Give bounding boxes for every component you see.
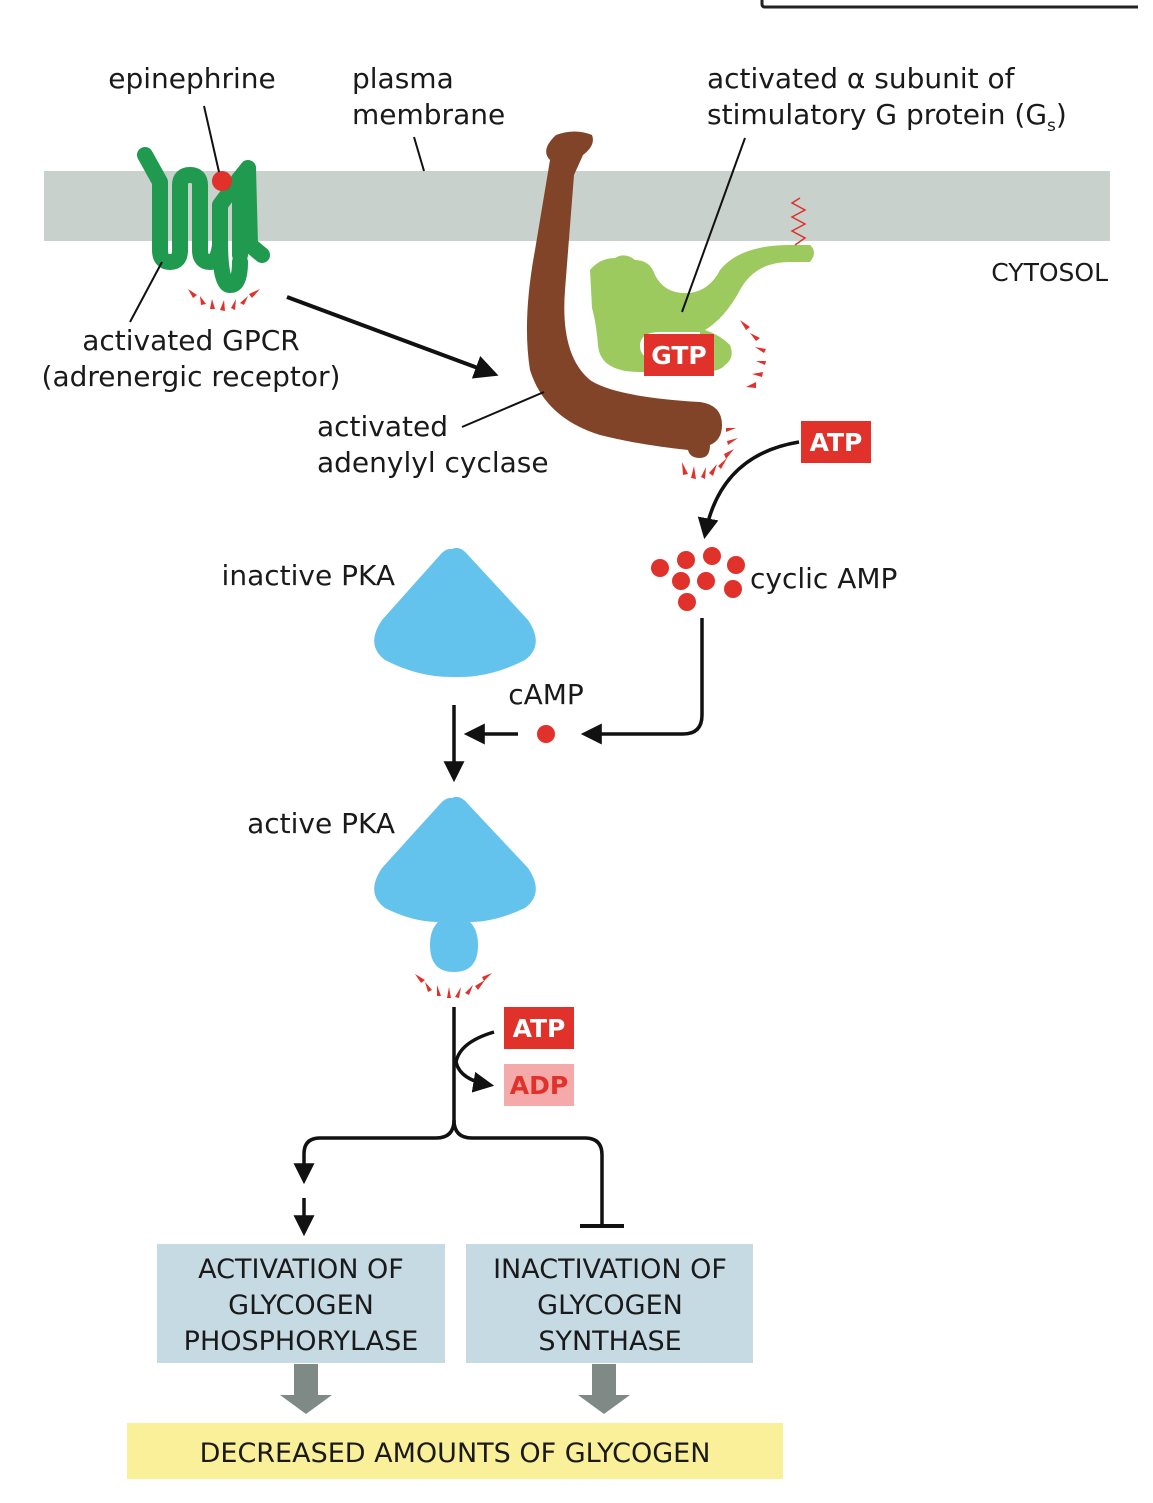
atp-chip-cyclase: ATP <box>801 421 871 463</box>
camp-label: cAMP <box>508 678 584 711</box>
g-alpha-label-1: activated α subunit of <box>707 62 1016 95</box>
active-pka-label: active PKA <box>247 807 395 840</box>
camp-molecule <box>537 725 555 743</box>
gpcr-to-cyclase-arrow <box>286 295 499 379</box>
atp-chip-pka: ATP <box>504 1007 574 1049</box>
effect-box-synthase: INACTIVATION OF GLYCOGEN SYNTHASE <box>466 1244 753 1363</box>
cyclase-label-1: activated <box>317 410 448 443</box>
gtp-chip: GTP <box>644 334 714 376</box>
g-alpha-leader <box>681 137 746 313</box>
cytosol-label: CYTOSOL <box>991 258 1108 287</box>
wide-arrow-left <box>280 1364 332 1414</box>
gpcr-activation-spark <box>188 289 260 311</box>
cyclase-leader <box>461 391 545 428</box>
adp-chip-pka: ADP <box>504 1064 574 1106</box>
epinephrine-leader <box>203 105 220 173</box>
gpcr-leader <box>129 261 163 323</box>
pka-activation-spark <box>415 973 492 998</box>
g-alpha-lipid-anchor <box>790 197 807 246</box>
gpcr-label-2: (adrenergic receptor) <box>42 360 341 393</box>
svg-text:GLYCOGEN: GLYCOGEN <box>537 1290 683 1321</box>
outcome-box: DECREASED AMOUNTS OF GLYCOGEN <box>127 1423 783 1479</box>
top-frame-edge <box>760 0 1138 9</box>
effect-box-phosphorylase: ACTIVATION OF GLYCOGEN PHOSPHORYLASE <box>157 1244 445 1363</box>
svg-text:INACTIVATION OF: INACTIVATION OF <box>493 1254 727 1285</box>
atp-to-adp-arrow <box>454 1030 495 1093</box>
cyclase-label-2: adenylyl cyclase <box>317 446 549 479</box>
gpcr-receptor <box>137 147 270 294</box>
g-alpha-activation-spark <box>740 320 766 388</box>
svg-text:ADP: ADP <box>510 1071 568 1100</box>
active-pka <box>374 796 536 972</box>
pka-output-trunk <box>293 1007 456 1185</box>
inactive-pka-label: inactive PKA <box>222 559 395 592</box>
wide-arrow-right <box>578 1364 630 1414</box>
epinephrine-ligand <box>212 171 232 191</box>
cyclase-activation-spark <box>682 428 738 479</box>
svg-text:ATP: ATP <box>513 1014 566 1043</box>
g-alpha-label-2: stimulatory G protein (Gs) <box>707 98 1067 136</box>
svg-text:GTP: GTP <box>651 341 706 370</box>
svg-text:DECREASED AMOUNTS OF GLYCOGEN: DECREASED AMOUNTS OF GLYCOGEN <box>200 1438 711 1469</box>
inactive-pka <box>374 547 536 678</box>
svg-text:ATP: ATP <box>810 428 863 457</box>
plasma-membrane-label-2: membrane <box>352 98 505 131</box>
atp-to-camp-arrow <box>697 440 800 540</box>
gpcr-label-1: activated GPCR <box>82 324 300 357</box>
svg-text:GLYCOGEN: GLYCOGEN <box>228 1290 374 1321</box>
svg-text:SYNTHASE: SYNTHASE <box>538 1326 681 1357</box>
plasma-membrane-label-1: plasma <box>352 62 454 95</box>
cyclic-amp-label: cyclic AMP <box>750 562 897 595</box>
epinephrine-label: epinephrine <box>108 62 276 95</box>
cyclic-amp-molecules <box>651 547 745 611</box>
svg-text:PHOSPHORYLASE: PHOSPHORYLASE <box>184 1326 419 1357</box>
svg-text:ACTIVATION OF: ACTIVATION OF <box>198 1254 404 1285</box>
inhibition-branch <box>452 1119 604 1226</box>
camp-flow-line <box>580 618 704 745</box>
membrane-leader <box>413 136 425 172</box>
adenylyl-cyclase <box>526 131 722 458</box>
